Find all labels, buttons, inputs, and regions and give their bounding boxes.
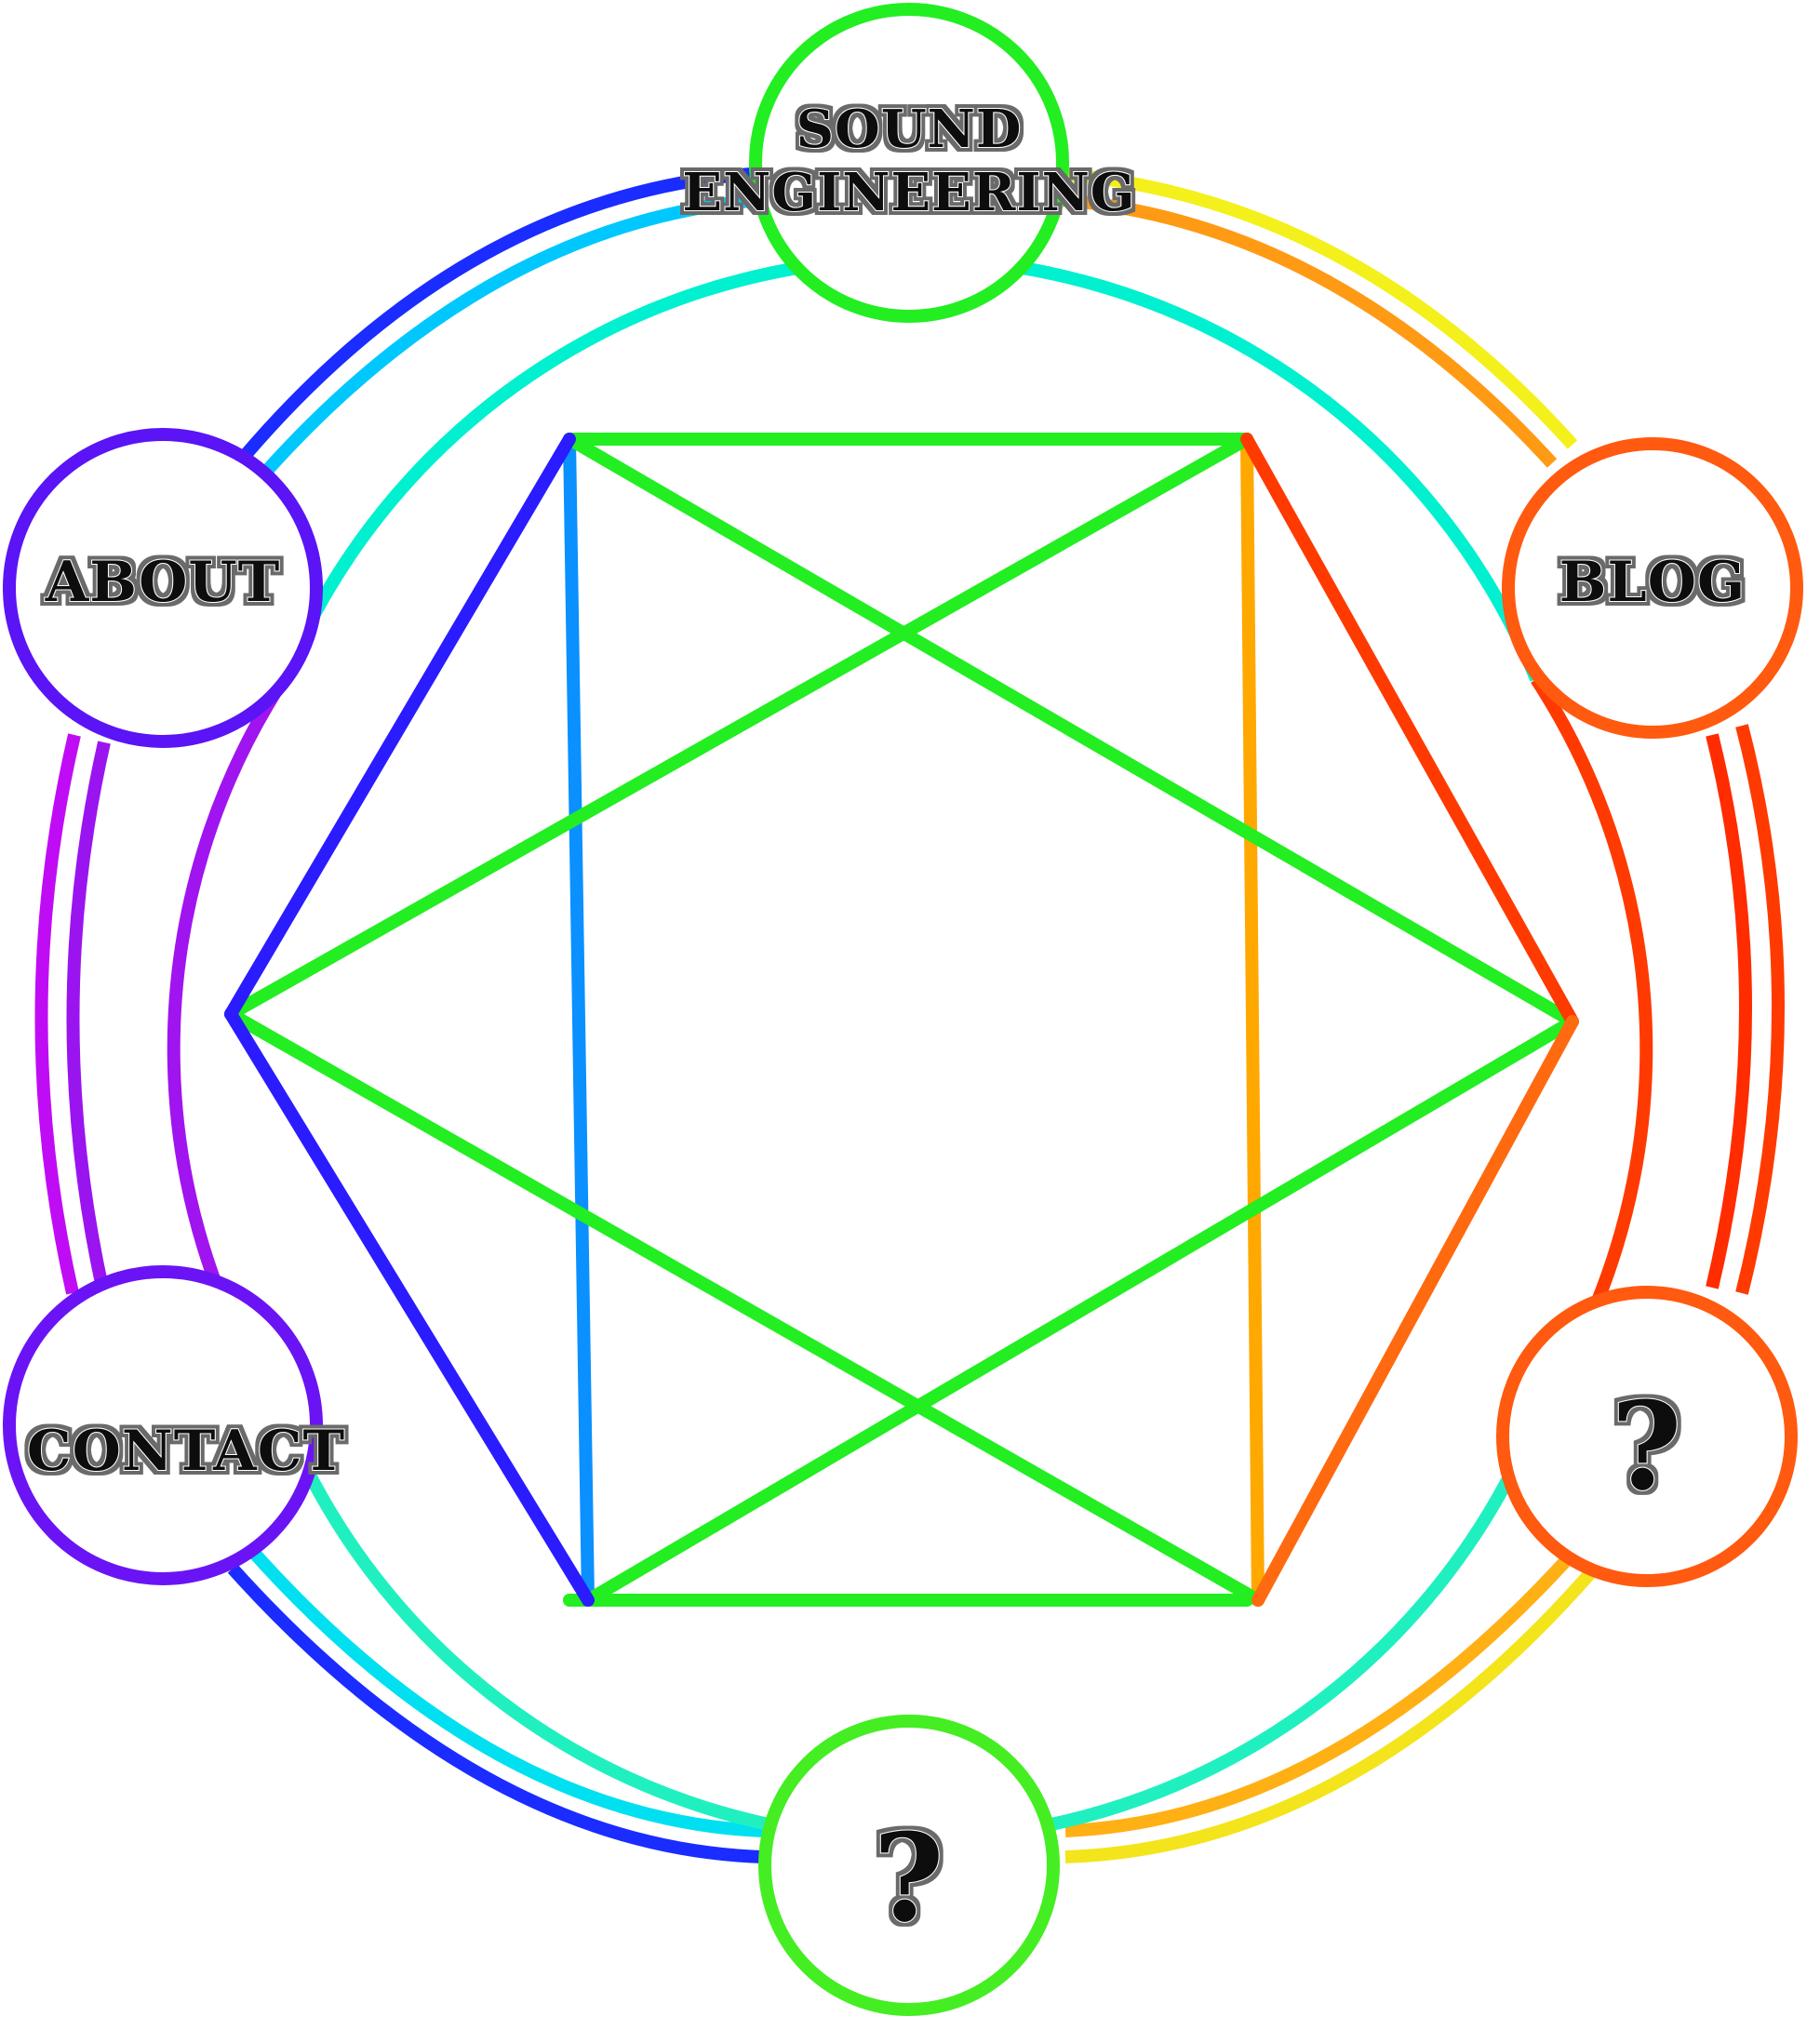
- rect-right: [1240, 433, 1265, 1607]
- nav-node-about[interactable]: ABOUT: [3, 428, 323, 748]
- nav-node-sound-engineering[interactable]: SOUND ENGINEERING: [681, 3, 1136, 323]
- nav-label-about: ABOUT: [45, 550, 281, 615]
- nav-label-engineering: ENGINEERING: [682, 162, 1135, 223]
- edge-right-lower: [1251, 1015, 1579, 1607]
- edge-left-upper: [224, 433, 576, 1021]
- outer-ring-arc-top-right-inner: [1032, 192, 1558, 468]
- diagonal-bl-tr: [582, 1015, 1579, 1607]
- nav-node-blog[interactable]: BLOG: [1502, 437, 1803, 739]
- outer-ring-arc-bottom-right: [1064, 1568, 1597, 1863]
- hexagram-figure: [224, 433, 1579, 1607]
- nav-node-unknown-bottom[interactable]: ?: [758, 1715, 1060, 2016]
- outer-ring-arc-bottom-left-inner: [248, 1547, 764, 1837]
- node-ring: [749, 3, 1069, 323]
- outer-ring-arc-top-right: [1032, 166, 1578, 449]
- nav-label-unknown-right: ?: [1611, 1375, 1682, 1517]
- rect-left: [563, 433, 595, 1607]
- nav-label-unknown-bottom: ?: [873, 1807, 944, 1949]
- nav-node-unknown-right[interactable]: ?: [1496, 1286, 1798, 1587]
- outer-ring-arc-left: [34, 733, 81, 1295]
- edge-right-upper: [1240, 433, 1579, 1028]
- diagonal-tl-br: [563, 433, 1579, 1028]
- node-ring: [1496, 1286, 1798, 1587]
- outer-ring-arc-bottom-right-inner: [1064, 1551, 1576, 1837]
- outer-ring-arc-left-inner: [66, 741, 111, 1289]
- nav-label-contact: CONTACT: [27, 1419, 345, 1484]
- outer-ring-arc-right-inner: [1706, 733, 1752, 1289]
- outer-ring-arc-right: [1735, 724, 1785, 1295]
- outer-ring-arc-top-left: [239, 166, 792, 461]
- nav-node-contact[interactable]: CONTACT: [3, 1265, 345, 1585]
- outer-ring-arc-bottom-left: [227, 1564, 764, 1863]
- node-ring: [758, 1715, 1060, 2016]
- outer-ring: [34, 166, 1785, 1863]
- node-ring: [1502, 437, 1803, 739]
- diagonal-tr-bl: [224, 433, 1253, 1021]
- diagonal-br-tl: [224, 1008, 1265, 1607]
- node-ring: [3, 1265, 323, 1585]
- nav-label-blog: BLOG: [1559, 550, 1746, 615]
- node-ring: [3, 428, 323, 748]
- nav-label-sound: SOUND: [796, 99, 1023, 160]
- outer-ring-arc-top-left-inner: [260, 192, 792, 477]
- edge-left-lower: [224, 1008, 595, 1607]
